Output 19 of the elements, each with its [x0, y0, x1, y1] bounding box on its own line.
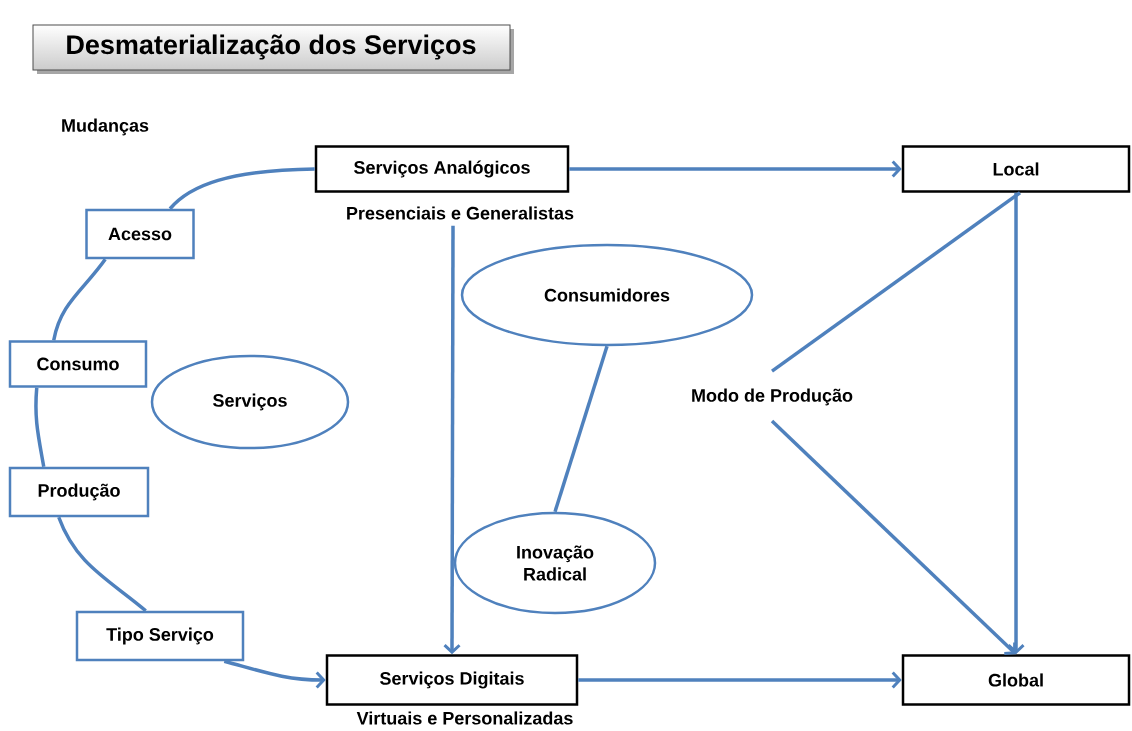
text-label: Modo de Produção	[687, 385, 857, 409]
heading-text: Mudanças	[62, 118, 149, 136]
arrow	[578, 671, 902, 689]
process-box: Serviços Digitais	[325, 654, 579, 706]
label-box: Acesso	[85, 208, 195, 260]
arrow	[770, 419, 1017, 655]
process-box: Local	[901, 145, 1131, 193]
arrow	[569, 160, 902, 178]
caption-text: Virtuais e Personalizadas	[356, 711, 573, 725]
label-box: Produção	[8, 466, 150, 518]
arrow	[223, 659, 326, 689]
arrow	[1007, 192, 1025, 655]
process-box: Serviços Analógicos	[314, 145, 570, 193]
arrow	[443, 644, 461, 655]
label-box: Consumo	[8, 340, 148, 388]
label-box: Tipo Serviço	[75, 610, 245, 662]
title-box: Desmaterialização dos Serviços	[32, 24, 514, 74]
caption-text: Presenciais e Generalistas	[347, 206, 574, 220]
process-box: Global	[901, 654, 1131, 706]
